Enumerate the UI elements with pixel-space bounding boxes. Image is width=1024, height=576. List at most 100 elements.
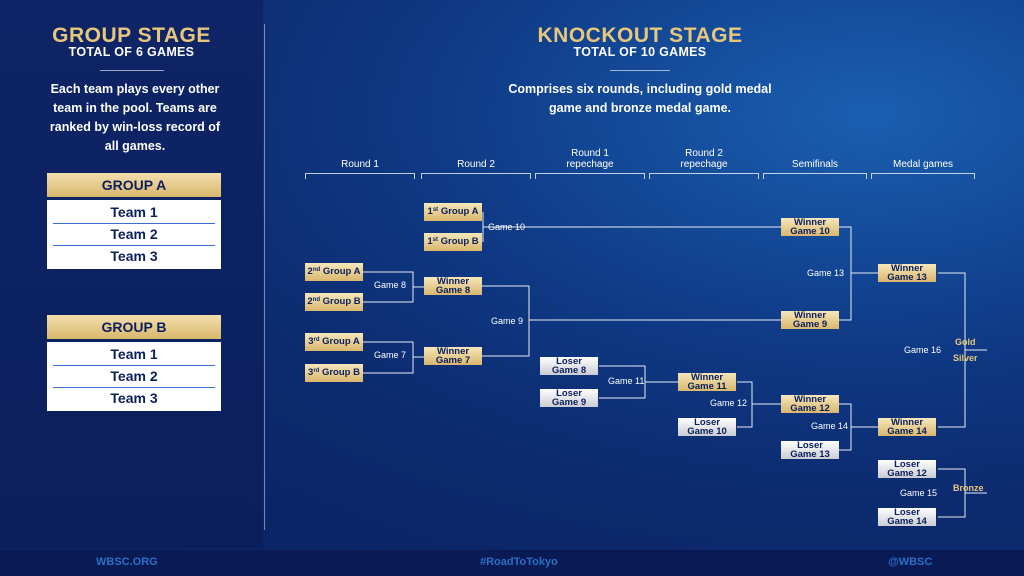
seed-suffix: st — [432, 237, 438, 243]
box-line2: Game 8 — [435, 285, 471, 296]
box-line2: Game 9 — [792, 319, 828, 330]
box-line1: Loser — [894, 459, 920, 470]
bracket-box: Loser Game 10 — [678, 418, 736, 436]
group-stage-title: GROUP STAGE — [52, 24, 211, 47]
bracket-box: Winner Game 10 — [781, 218, 839, 236]
game-label: Game 11 — [608, 376, 645, 386]
team-item: Team 1 — [53, 344, 215, 366]
footer-handle: @WBSC — [888, 556, 933, 568]
box-line1: Loser — [556, 356, 582, 367]
seed-label: Group A — [322, 266, 361, 277]
box-line1: Winner — [690, 372, 724, 383]
seed-number: 2 — [307, 296, 313, 307]
seed-label: Group A — [322, 336, 360, 347]
group-b-header: GROUP B — [47, 315, 221, 339]
team-item: Team 2 — [53, 224, 215, 246]
silver-medal-label: Silver — [953, 353, 978, 363]
round-bracket — [649, 173, 759, 179]
bracket-box: 1st Group A — [424, 203, 482, 221]
section-divider — [264, 24, 265, 530]
footer-hashtag: #RoadToTokyo — [480, 556, 558, 568]
seed-number: 3 — [308, 336, 314, 347]
desc-line: ranked by win-loss record of — [49, 120, 221, 134]
box-line2: Game 14 — [887, 426, 927, 437]
bracket-box: Loser Game 8 — [540, 357, 598, 375]
bracket-box: Winner Game 9 — [781, 311, 839, 329]
seed-suffix: nd — [312, 267, 321, 273]
box-line1: Loser — [894, 507, 920, 518]
knockout-stage-rule — [610, 70, 670, 71]
round-label-line2: Round 1 — [341, 159, 379, 170]
box-line1: Winner — [436, 346, 470, 357]
desc-line: team in the pool. Teams are — [53, 101, 217, 115]
bracket-box: Loser Game 9 — [540, 389, 598, 407]
box-line1: Winner — [436, 276, 470, 287]
box-line2: Game 10 — [687, 426, 727, 437]
round-header-4: Round 2 repechage — [649, 148, 759, 179]
bracket-box: 3rd Group B — [305, 364, 363, 382]
bracket-box: Winner Game 7 — [424, 347, 482, 365]
box-line2: Game 13 — [790, 449, 830, 460]
game-label: Game 14 — [811, 421, 849, 431]
box-line2: Game 11 — [687, 381, 727, 392]
seed-label: Group B — [321, 367, 360, 378]
bracket-box: Loser Game 13 — [781, 441, 839, 459]
box-line1: Winner — [793, 310, 827, 321]
team-item: Team 3 — [110, 248, 158, 264]
seed-suffix: nd — [312, 297, 320, 303]
box-line2: Game 14 — [887, 516, 927, 527]
round-label-line1: Round 1 — [571, 148, 609, 159]
group-stage-rule — [100, 70, 164, 71]
bracket-box: Winner Game 13 — [878, 264, 936, 282]
desc-line: game and bronze medal game. — [549, 101, 731, 115]
bracket-box: 1st Group B — [424, 233, 482, 251]
seed-label: Group A — [440, 206, 479, 217]
gold-medal-label: Gold — [955, 337, 976, 347]
round-header-2: Round 2 — [421, 148, 531, 179]
round-label-line2: repechage — [680, 159, 728, 170]
seed-label: Group B — [322, 296, 361, 307]
game-label: Game 16 — [904, 345, 942, 355]
group-a-team-list: Team 1 Team 2 Team 3 — [47, 200, 221, 269]
round-label-line2: Round 2 — [457, 159, 495, 170]
game-label: Game 13 — [807, 268, 845, 278]
team-item: Team 3 — [110, 390, 158, 406]
round-label-line1: Round 2 — [685, 148, 723, 159]
round-bracket — [421, 173, 531, 179]
box-line1: Loser — [797, 440, 823, 451]
footer-website: WBSC.ORG — [96, 556, 158, 568]
round-bracket — [305, 173, 415, 179]
bracket-box: Winner Game 8 — [424, 277, 482, 295]
round-header-5: Semifinals — [763, 148, 867, 179]
bracket-box: Loser Game 14 — [878, 508, 936, 526]
desc-line: Each team plays every other — [50, 82, 220, 96]
bracket-box: Winner Game 11 — [678, 373, 736, 391]
round-bracket — [763, 173, 867, 179]
round-label-line2: repechage — [566, 159, 614, 170]
box-line2: Game 9 — [551, 397, 587, 408]
game-label: Game 9 — [491, 316, 524, 326]
team-item: Team 2 — [53, 366, 215, 388]
box-line2: Game 12 — [887, 468, 927, 479]
round-header-1: Round 1 — [305, 148, 415, 179]
box-line1: Winner — [890, 263, 924, 274]
desc-line: all games. — [104, 139, 166, 153]
box-line1: Loser — [694, 417, 720, 428]
bracket-box: Loser Game 12 — [878, 460, 936, 478]
group-stage-subtitle: TOTAL OF 6 GAMES — [68, 45, 195, 59]
round-label-line2: Semifinals — [791, 159, 839, 170]
round-header-3: Round 1 repechage — [535, 148, 645, 179]
seed-suffix: rd — [313, 337, 320, 343]
game-label: Game 15 — [900, 488, 938, 498]
game-label: Game 10 — [488, 222, 526, 232]
group-stage-panel — [0, 0, 263, 548]
knockout-stage-description: Comprises six rounds, including gold med… — [440, 80, 840, 118]
seed-number: 1 — [427, 236, 433, 247]
round-header-6: Medal games — [871, 148, 975, 179]
bracket-box: 2nd Group B — [305, 293, 363, 311]
bracket-box: Winner Game 14 — [878, 418, 936, 436]
box-line1: Winner — [793, 217, 827, 228]
group-stage-description: Each team plays every other team in the … — [0, 80, 270, 156]
round-label-line2: Medal games — [892, 159, 954, 170]
